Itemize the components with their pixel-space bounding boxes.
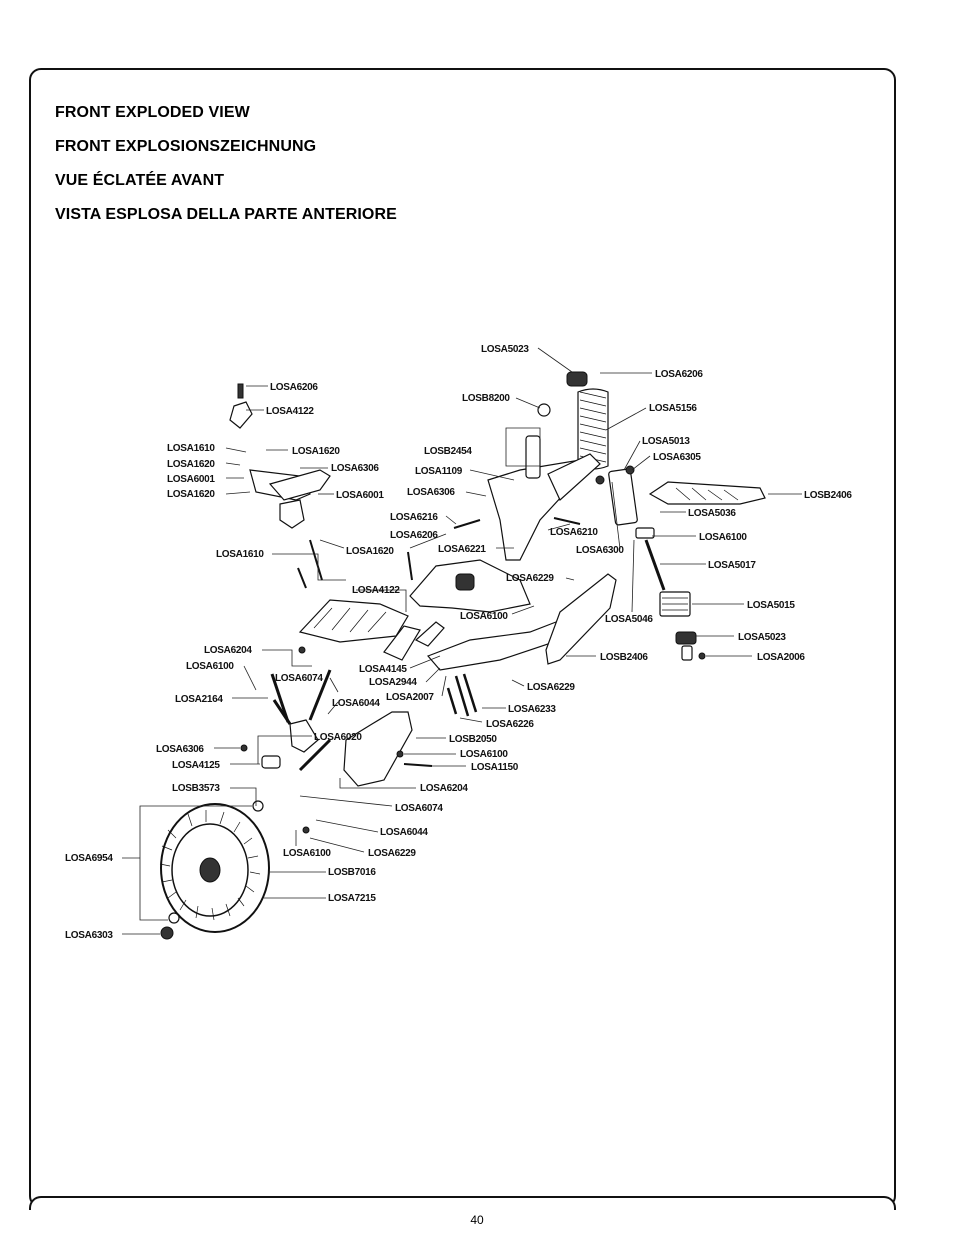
part-label: LOSA4125 bbox=[172, 760, 220, 771]
part-label: LOSA6210 bbox=[550, 527, 598, 538]
part-label: LOSB2406 bbox=[600, 652, 648, 663]
part-label: LOSA5046 bbox=[605, 614, 653, 625]
part-label: LOSA6954 bbox=[65, 853, 113, 864]
part-label: LOSA6229 bbox=[506, 573, 554, 584]
shock-shaft-drawing bbox=[635, 527, 706, 661]
title-english: FRONT EXPLODED VIEW bbox=[55, 104, 250, 121]
part-label: LOSA6100 bbox=[460, 749, 508, 760]
part-label: LOSA6044 bbox=[380, 827, 428, 838]
part-label: LOSA4122 bbox=[352, 585, 400, 596]
title-german: FRONT EXPLOSIONSZEICHNUNG bbox=[55, 138, 317, 155]
part-label: LOSA6305 bbox=[653, 452, 701, 463]
part-label: LOSA6226 bbox=[486, 719, 534, 730]
part-label: LOSA6044 bbox=[332, 698, 380, 709]
hardware-drawing bbox=[240, 517, 581, 834]
part-label: LOSA6100 bbox=[460, 611, 508, 622]
part-label: LOSA5015 bbox=[747, 600, 795, 611]
part-label: LOSA6074 bbox=[395, 803, 443, 814]
part-label: LOSA7215 bbox=[328, 893, 376, 904]
part-label: LOSA2006 bbox=[757, 652, 805, 663]
part-label: LOSB3573 bbox=[172, 783, 220, 794]
part-label: LOSA6306 bbox=[407, 487, 455, 498]
part-label: LOSA6306 bbox=[156, 744, 204, 755]
part-label: LOSB2406 bbox=[804, 490, 852, 501]
part-label: LOSB2454 bbox=[424, 446, 472, 457]
leader-lines bbox=[122, 347, 802, 935]
part-label: LOSA6074 bbox=[275, 673, 323, 684]
part-label: LOSA5017 bbox=[708, 560, 756, 571]
shock-tower-drawing bbox=[487, 403, 601, 561]
part-label: LOSA2164 bbox=[175, 694, 223, 705]
part-label: LOSA6306 bbox=[331, 463, 379, 474]
part-label: LOSA6204 bbox=[204, 645, 252, 656]
part-label: LOSA4145 bbox=[359, 664, 407, 675]
part-label: LOSA6001 bbox=[336, 490, 384, 501]
part-label: LOSA1620 bbox=[167, 459, 215, 470]
page-number: 40 bbox=[470, 1213, 484, 1227]
part-label: LOSA5023 bbox=[481, 344, 529, 355]
part-label: LOSA2944 bbox=[369, 677, 417, 688]
part-label: LOSA6206 bbox=[655, 369, 703, 380]
part-label: LOSB8200 bbox=[462, 393, 510, 404]
part-label: LOSA1620 bbox=[346, 546, 394, 557]
part-label: LOSA1150 bbox=[471, 762, 519, 773]
part-label: LOSA6020 bbox=[314, 732, 362, 743]
part-label: LOSA6229 bbox=[527, 682, 575, 693]
part-label: LOSA2007 bbox=[386, 692, 434, 703]
part-label: LOSA6204 bbox=[420, 783, 468, 794]
part-label: LOSA6100 bbox=[283, 848, 331, 859]
part-label: LOSA6206 bbox=[270, 382, 318, 393]
shock-spring-drawing bbox=[566, 371, 638, 526]
title-block: FRONT EXPLODED VIEW FRONT EXPLOSIONSZEIC… bbox=[55, 96, 397, 232]
part-label: LOSA6303 bbox=[65, 930, 113, 941]
part-label: LOSA6229 bbox=[368, 848, 416, 859]
part-label: LOSA1620 bbox=[167, 489, 215, 500]
part-label: LOSA6300 bbox=[576, 545, 624, 556]
part-label: LOSA6001 bbox=[167, 474, 215, 485]
title-italian: VISTA ESPLOSA DELLA PARTE ANTERIORE bbox=[55, 206, 397, 223]
part-label: LOSA6100 bbox=[699, 532, 747, 543]
part-label: LOSA5013 bbox=[642, 436, 690, 447]
wheel-drawing bbox=[159, 800, 270, 940]
part-label: LOSA6206 bbox=[390, 530, 438, 541]
part-label: LOSA4122 bbox=[266, 406, 314, 417]
part-label: LOSA1620 bbox=[292, 446, 340, 457]
part-labels: LOSA5023 LOSA6206 LOSA6206 LOSB8200 LOSA… bbox=[65, 344, 853, 941]
part-label: LOSA6100 bbox=[186, 661, 234, 672]
part-drawings bbox=[159, 371, 766, 940]
footer-rule bbox=[29, 1196, 896, 1210]
bulkhead-drawing bbox=[298, 559, 531, 643]
part-label: LOSA1610 bbox=[167, 443, 215, 454]
part-label: LOSA5156 bbox=[649, 403, 697, 414]
part-label: LOSA1109 bbox=[415, 466, 463, 477]
part-label: LOSA1610 bbox=[216, 549, 264, 560]
upper-arm-drawing bbox=[648, 481, 766, 505]
part-label: LOSA6221 bbox=[438, 544, 486, 555]
part-label: LOSA6216 bbox=[390, 512, 438, 523]
part-label: LOSA6233 bbox=[508, 704, 556, 715]
spindle-drawing bbox=[261, 669, 413, 787]
part-label: LOSA5023 bbox=[738, 632, 786, 643]
lower-arm-drawing bbox=[383, 573, 617, 671]
part-label: LOSA5036 bbox=[688, 508, 736, 519]
title-french: VUE ÉCLATÉE AVANT bbox=[55, 172, 225, 189]
part-label: LOSB2050 bbox=[449, 734, 497, 745]
part-label: LOSB7016 bbox=[328, 867, 376, 878]
steering-drawing bbox=[229, 383, 331, 589]
